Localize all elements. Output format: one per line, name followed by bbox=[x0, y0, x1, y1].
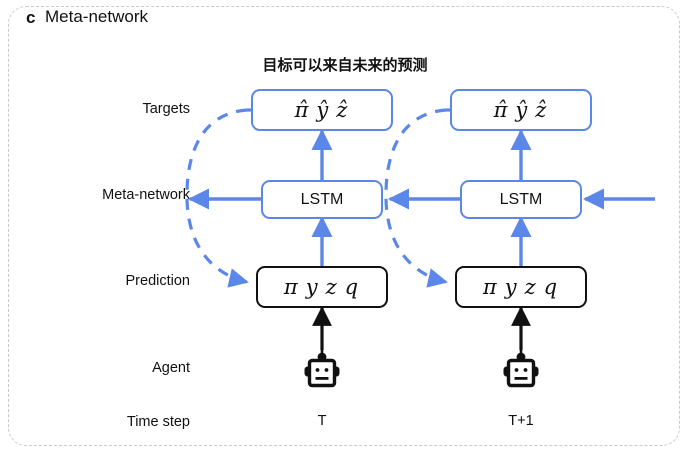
symbol-pi: π bbox=[482, 275, 499, 299]
symbol-z-hat: ẑ bbox=[535, 98, 549, 122]
row-label-meta-network-wrap: Meta-network bbox=[10, 187, 190, 207]
symbol-pi-hat: π̂ bbox=[294, 98, 311, 122]
lstm-label-t1: LSTM bbox=[499, 190, 543, 208]
row-label-targets-wrap: Targets bbox=[10, 101, 190, 121]
symbol-z: z bbox=[524, 275, 538, 299]
agent-robot-t[interactable] bbox=[300, 346, 344, 395]
row-label-prediction: Prediction bbox=[125, 273, 190, 289]
panel-letter: c bbox=[26, 8, 36, 27]
row-label-time-step-wrap: Time step bbox=[10, 414, 190, 434]
edge-targets-to-prediction-t bbox=[185, 108, 262, 288]
symbol-z-hat: ẑ bbox=[336, 98, 350, 122]
annotation-chinese: 目标可以来自未来的预测 bbox=[262, 56, 428, 74]
symbol-pi: π bbox=[283, 275, 300, 299]
robot-icon bbox=[304, 348, 340, 388]
edge-targets-to-prediction-t1 bbox=[384, 108, 461, 288]
row-label-meta-network: Meta-network bbox=[102, 187, 190, 203]
time-step-value-t: T bbox=[317, 413, 327, 429]
row-label-targets: Targets bbox=[142, 101, 190, 117]
row-label-prediction-wrap: Prediction bbox=[10, 273, 190, 293]
symbol-pi-hat: π̂ bbox=[493, 98, 510, 122]
symbol-q: q bbox=[344, 275, 361, 299]
row-label-agent: Agent bbox=[152, 360, 190, 376]
symbol-z: z bbox=[325, 275, 339, 299]
page-title: Meta-network bbox=[45, 7, 148, 26]
symbol-y: y bbox=[504, 275, 519, 299]
symbol-y-hat: ŷ bbox=[515, 98, 530, 122]
symbol-q: q bbox=[543, 275, 560, 299]
lstm-label-t: LSTM bbox=[300, 190, 344, 208]
lstm-box-t1[interactable]: LSTM bbox=[460, 180, 582, 219]
lstm-box-t[interactable]: LSTM bbox=[261, 180, 383, 219]
symbol-y: y bbox=[305, 275, 320, 299]
row-label-agent-wrap: Agent bbox=[10, 360, 190, 380]
row-label-time-step: Time step bbox=[126, 414, 190, 430]
time-step-value-t1: T+1 bbox=[508, 413, 534, 429]
symbol-y-hat: ŷ bbox=[316, 98, 331, 122]
agent-robot-t1[interactable] bbox=[499, 346, 543, 395]
robot-icon bbox=[503, 348, 539, 388]
